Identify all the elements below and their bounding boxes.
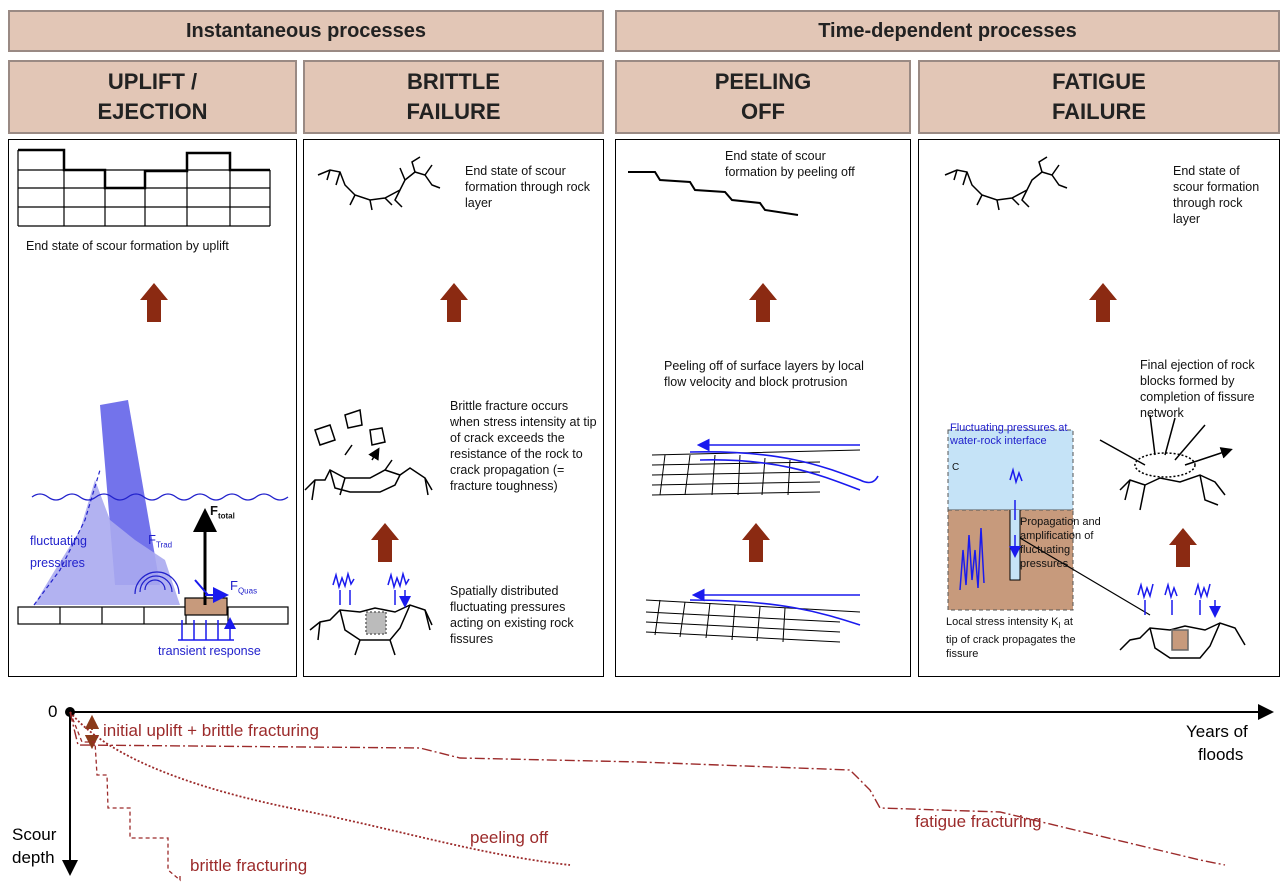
uplift-end-state-text: End state of scour formation by uplift — [26, 239, 229, 253]
fatigue-stress-tail: at tip of crack propagates the fissure — [946, 616, 1076, 661]
brittle-up-arrow-2 — [371, 523, 399, 562]
peeling-end-state-text: End state of scour formation by peeling … — [725, 149, 855, 179]
peeling-flow-1 — [689, 438, 879, 491]
fatigue-propagation-text: Propagation and amplification of fluctua… — [1020, 516, 1101, 570]
brittle-pressure-signals — [332, 571, 409, 605]
peeling-panel — [615, 139, 911, 677]
x-axis-label-2: floods — [1198, 745, 1244, 764]
brittle-fracture-text: Brittle fracture occurs when stress inte… — [450, 399, 597, 493]
brittle-end-state-text: End state of scour formation through roc… — [465, 164, 591, 210]
fatigue-ejection-text: Final ejection of rock blocks formed by … — [1140, 358, 1255, 420]
fatigue-stress-sub: I — [1058, 621, 1061, 631]
f-quas-subscript: Quas — [237, 586, 258, 596]
uplift-header: UPLIFT / EJECTION — [8, 60, 297, 134]
uplift-up-arrow — [140, 283, 168, 322]
uplift-header-line2: EJECTION — [97, 99, 208, 124]
fatigue-ejection — [1099, 414, 1230, 511]
time-dependent-header: Time-dependent processes — [615, 10, 1280, 52]
brittle-panel — [303, 139, 604, 677]
f-trad-subscript: Trad — [155, 540, 173, 550]
brittle-header-line2: FAILURE — [406, 99, 501, 124]
fatigue-header: FATIGUE FAILURE — [918, 60, 1280, 134]
initial-uplift-label: initial uplift + brittle fracturing — [103, 721, 319, 740]
fatigue-fluct-box — [947, 429, 1074, 611]
f-trad-symbol: F — [148, 532, 156, 547]
peeling-header: PEELING OFF — [615, 60, 911, 134]
uplift-transient-arrows — [178, 620, 234, 641]
peeling-rock-1 — [651, 449, 861, 496]
instantaneous-header: Instantaneous processes — [8, 10, 604, 52]
f-quas-symbol: F — [230, 578, 238, 593]
f-total-symbol: F — [210, 503, 218, 518]
peeling-end-steps — [628, 171, 799, 216]
f-quas-label: FQuas — [230, 578, 257, 600]
time-dependent-header-text: Time-dependent processes — [818, 19, 1077, 42]
brittle-up-arrow-1 — [440, 283, 468, 322]
peeling-header-line1: PEELING — [714, 69, 812, 94]
peeling-curve — [69, 711, 571, 866]
fatigue-end-state-text: End state of scour formation through roc… — [1173, 164, 1260, 226]
brittle-header-line1: BRITTLE — [407, 69, 500, 94]
fatigue-pressure-signals — [1137, 582, 1215, 615]
fatigue-fracturing-label: fatigue fracturing — [915, 812, 1042, 831]
fatigue-stress-text: Local stress intensity KI at tip of crac… — [946, 615, 1081, 661]
uplift-forces — [193, 508, 229, 605]
brittle-distributed-rock — [309, 604, 433, 656]
uplift-block-grid — [17, 148, 271, 227]
y-axis-label-2: depth — [12, 848, 55, 867]
peeling-up-arrow-2 — [742, 523, 770, 562]
fatigue-end-rock — [944, 156, 1068, 211]
peeling-rock-2 — [645, 599, 861, 643]
origin-label: 0 — [48, 702, 58, 721]
fatigue-up-arrow-1 — [1089, 283, 1117, 322]
fatigue-up-arrow-2 — [1169, 528, 1197, 567]
fatigue-curve — [69, 711, 1226, 866]
brittle-fracture-blocks — [304, 409, 433, 501]
brittle-fracturing-label: brittle fracturing — [190, 856, 308, 875]
timeline-axes — [62, 704, 1274, 876]
y-axis-label-1: Scour — [12, 825, 57, 844]
brittle-header: BRITTLE FAILURE — [303, 60, 604, 134]
uplift-jet — [31, 400, 289, 606]
f-trad-label: FTrad — [148, 532, 172, 554]
f-total-label: Ftotal — [210, 503, 235, 525]
instantaneous-header-text: Instantaneous processes — [185, 19, 427, 42]
uplift-pressures-label: pressures — [30, 556, 85, 570]
fatigue-header-line1: FATIGUE — [1052, 69, 1146, 94]
f-total-subscript: total — [217, 511, 235, 521]
peeling-up-arrow-1 — [749, 283, 777, 322]
fatigue-stress-lead: Local stress intensity K — [946, 616, 1059, 628]
peeling-surface-text: Peeling off of surface layers by local f… — [664, 359, 864, 389]
brittle-distributed-text: Spatially distributed fluctuating pressu… — [450, 584, 574, 646]
fatigue-header-line2: FAILURE — [1051, 99, 1147, 124]
fatigue-link-line — [1019, 537, 1151, 616]
peeling-flow-2 — [689, 588, 861, 626]
fatigue-coeffs-text: C — [952, 462, 960, 473]
peeling-off-label: peeling off — [470, 828, 549, 847]
brittle-end-rock — [317, 156, 441, 211]
brittle-curve — [69, 711, 181, 882]
fatigue-fluct-header-text: Fluctuating pressures at water-rock inte… — [950, 422, 1068, 447]
uplift-fluctuating-label: fluctuating — [30, 534, 87, 548]
transient-response-label: transient response — [158, 644, 261, 658]
x-axis-label-1: Years of — [1186, 722, 1248, 741]
fatigue-bottom-rock — [1119, 622, 1246, 659]
peeling-header-line2: OFF — [741, 99, 785, 124]
uplift-header-line1: UPLIFT / — [107, 69, 198, 94]
